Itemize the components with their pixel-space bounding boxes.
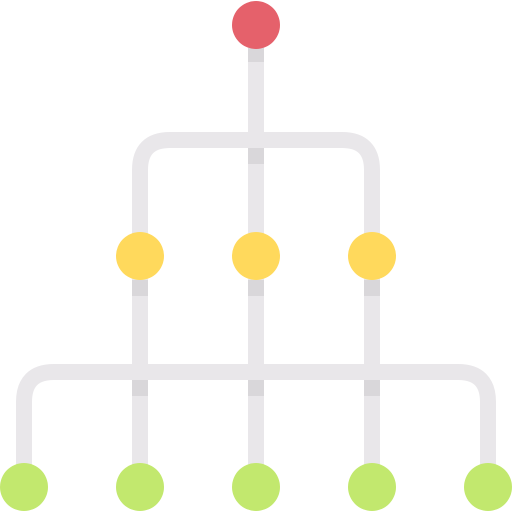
joint-level1-left-below: [132, 280, 148, 296]
node-leaf-3: [232, 463, 280, 511]
joint-upper-bus-center: [248, 148, 264, 164]
joint-level1-center-below: [248, 280, 264, 296]
joint-root-below: [248, 46, 264, 62]
node-level1-center: [232, 232, 280, 280]
node-leaf-2: [116, 463, 164, 511]
node-level1-left: [116, 232, 164, 280]
node-root: [232, 1, 280, 49]
joint-lower-bus-left: [132, 380, 148, 396]
node-leaf-4: [348, 463, 396, 511]
node-leaf-5: [464, 463, 512, 511]
node-level1-right: [348, 232, 396, 280]
connector-joints: [132, 46, 380, 396]
node-leaf-1: [0, 463, 48, 511]
joint-lower-bus-center: [248, 380, 264, 396]
joint-level1-right-below: [364, 280, 380, 296]
joint-lower-bus-right: [364, 380, 380, 396]
